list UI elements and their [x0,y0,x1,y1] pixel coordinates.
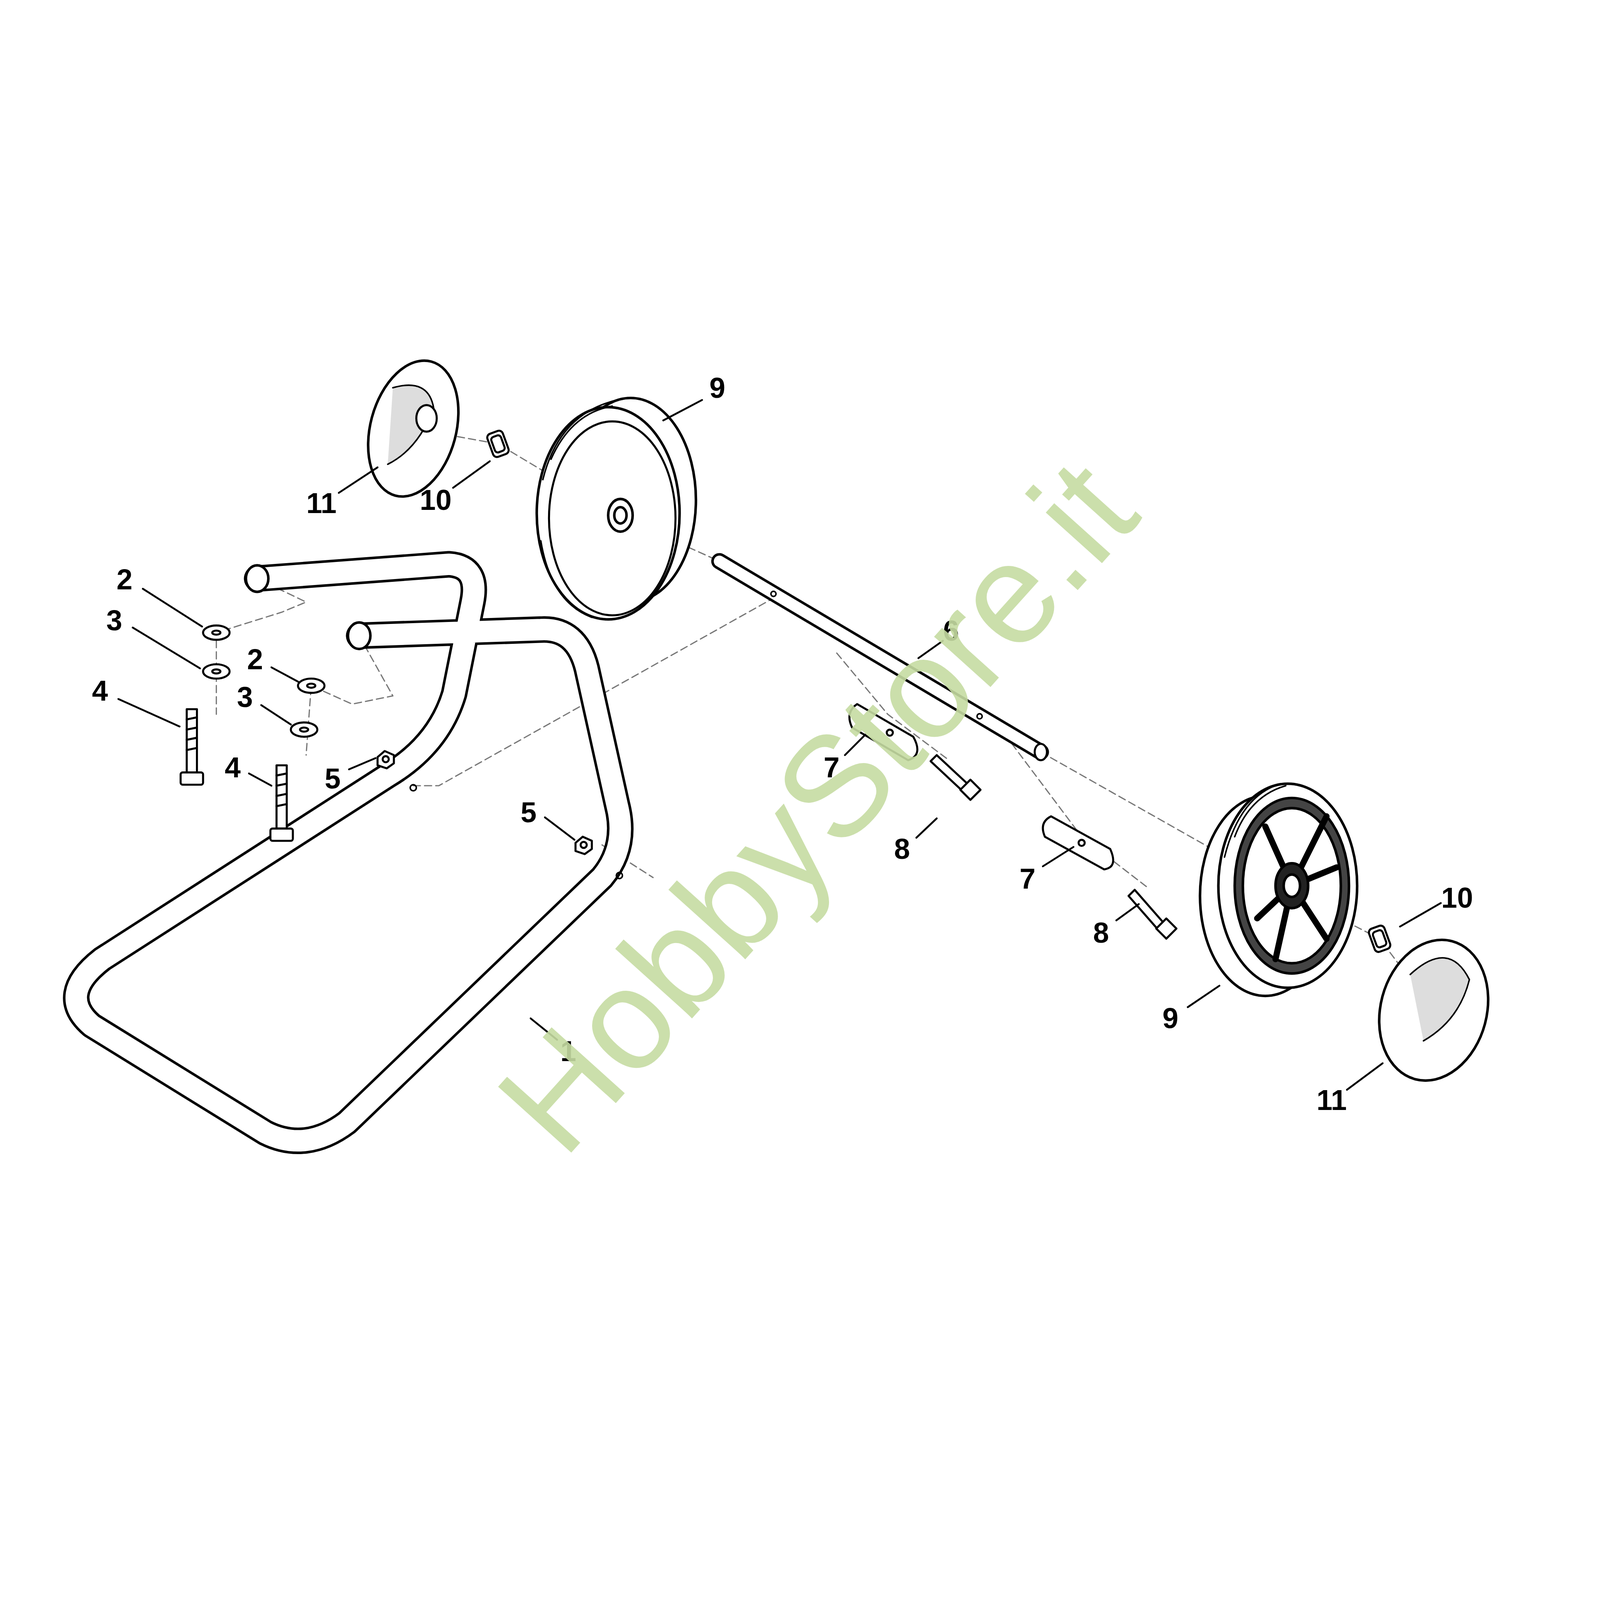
callout-number: 3 [106,606,123,635]
callout-number: 2 [247,645,264,674]
wheel [1200,783,1358,996]
washer [203,625,325,737]
bolt [930,755,1177,939]
wheel [536,397,697,620]
callout-number: 11 [1316,1085,1347,1115]
callout-number: 10 [1441,883,1473,913]
callout-number: 11 [306,488,337,518]
callout-number: 4 [224,753,241,782]
callout-number: 2 [116,565,133,594]
bolt [180,708,293,841]
nut [377,751,592,855]
callout-number: 9 [709,373,726,403]
callout-number: 8 [1092,918,1109,948]
callout-number: 8 [894,834,911,864]
callout-number: 3 [236,682,253,712]
callout-number: 4 [92,676,109,706]
callout-number: 5 [324,764,341,793]
callout-number: 5 [520,798,537,827]
callout-number: 10 [419,485,452,515]
callout-number: 7 [1019,864,1036,893]
callout-number: 9 [1162,1003,1179,1033]
